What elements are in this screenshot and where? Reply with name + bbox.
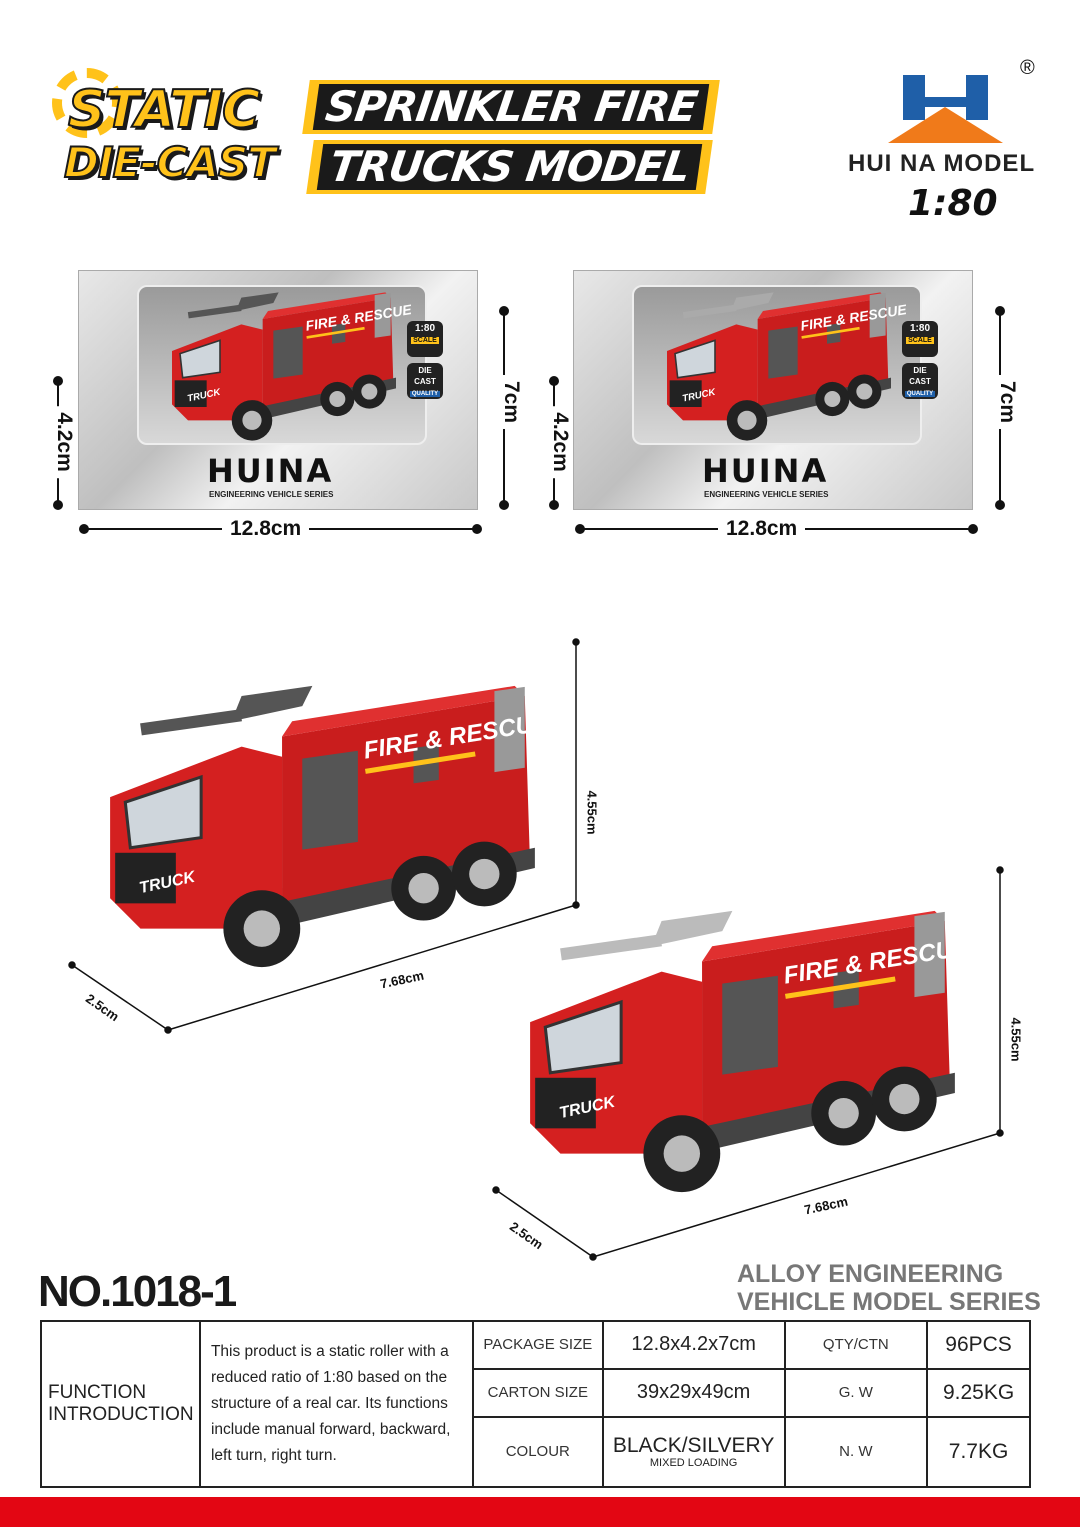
- nw-value: 7.7KG: [926, 1415, 1031, 1489]
- dim-dot: [549, 376, 559, 386]
- die-cast-label: DIE-CAST: [63, 138, 277, 187]
- spec-table: FUNCTION INTRODUCTION This product is a …: [40, 1320, 1031, 1489]
- dim-dot: [53, 500, 63, 510]
- model-height-label: 4.55cm: [584, 790, 600, 835]
- package-window: FIRE & RESCUE TRUCK: [632, 285, 922, 445]
- dim-dot: [995, 500, 1005, 510]
- colour-value: BLACK/SILVERY: [612, 1433, 775, 1457]
- package-series: ENGINEERING VEHICLE SERIES: [209, 490, 334, 499]
- dim-dot: [575, 524, 585, 534]
- series-line2: VEHICLE MODEL SERIES: [737, 1288, 1041, 1316]
- series-line1: ALLOY ENGINEERING: [737, 1260, 1004, 1288]
- qty-value: 96PCS: [926, 1320, 1031, 1370]
- product-number: NO.1018-1: [38, 1267, 237, 1316]
- footer-bar: [0, 1497, 1080, 1527]
- package-brand: HUINA: [207, 452, 334, 490]
- model-height-label: 4.55cm: [1008, 1017, 1024, 1062]
- dim-dot: [995, 306, 1005, 316]
- model-dimension-lines: [68, 638, 1004, 1261]
- package-window: FIRE & RESCUE TRUCK: [137, 285, 427, 445]
- truck-model-black: FIRE & RESCUE TRUCK: [100, 675, 545, 980]
- package-width-label: 12.8cm: [222, 517, 310, 541]
- carton-size-label: CARTON SIZE: [471, 1367, 604, 1418]
- scale-label: 1:80: [908, 183, 998, 224]
- gw-value: 9.25KG: [926, 1367, 1031, 1418]
- dim-dot: [499, 500, 509, 510]
- package-size-value: 12.8x4.2x7cm: [601, 1320, 786, 1370]
- dim-dot: [968, 524, 978, 534]
- colour-label: COLOUR: [471, 1415, 604, 1489]
- brand-logo: [888, 75, 1003, 145]
- registered-mark: ®: [1020, 57, 1035, 79]
- carton-size-value: 39x29x49cm: [601, 1367, 786, 1418]
- static-label: STATIC: [67, 80, 261, 140]
- function-text: This product is a static roller with a r…: [198, 1320, 474, 1488]
- function-label: FUNCTION INTRODUCTION: [40, 1320, 201, 1488]
- colour-note: MIXED LOADING: [649, 1456, 738, 1469]
- dim-dot: [79, 524, 89, 534]
- truck-model-silvery: FIRE & RESCUE TRUCK: [520, 900, 965, 1205]
- dim-dot: [53, 376, 63, 386]
- dim-dot: [472, 524, 482, 534]
- gw-label: G. W: [783, 1367, 929, 1418]
- gear-icon: [52, 68, 122, 138]
- dim-dot: [499, 306, 509, 316]
- package-series: ENGINEERING VEHICLE SERIES: [704, 490, 829, 499]
- package-width-label: 12.8cm: [718, 517, 806, 541]
- dim-dot: [549, 500, 559, 510]
- nw-label: N. W: [783, 1415, 929, 1489]
- qty-label: QTY/CTN: [783, 1320, 929, 1370]
- package-brand: HUINA: [702, 452, 829, 490]
- brand-name: HUI NA MODEL: [848, 150, 1036, 177]
- package-size-label: PACKAGE SIZE: [471, 1320, 604, 1370]
